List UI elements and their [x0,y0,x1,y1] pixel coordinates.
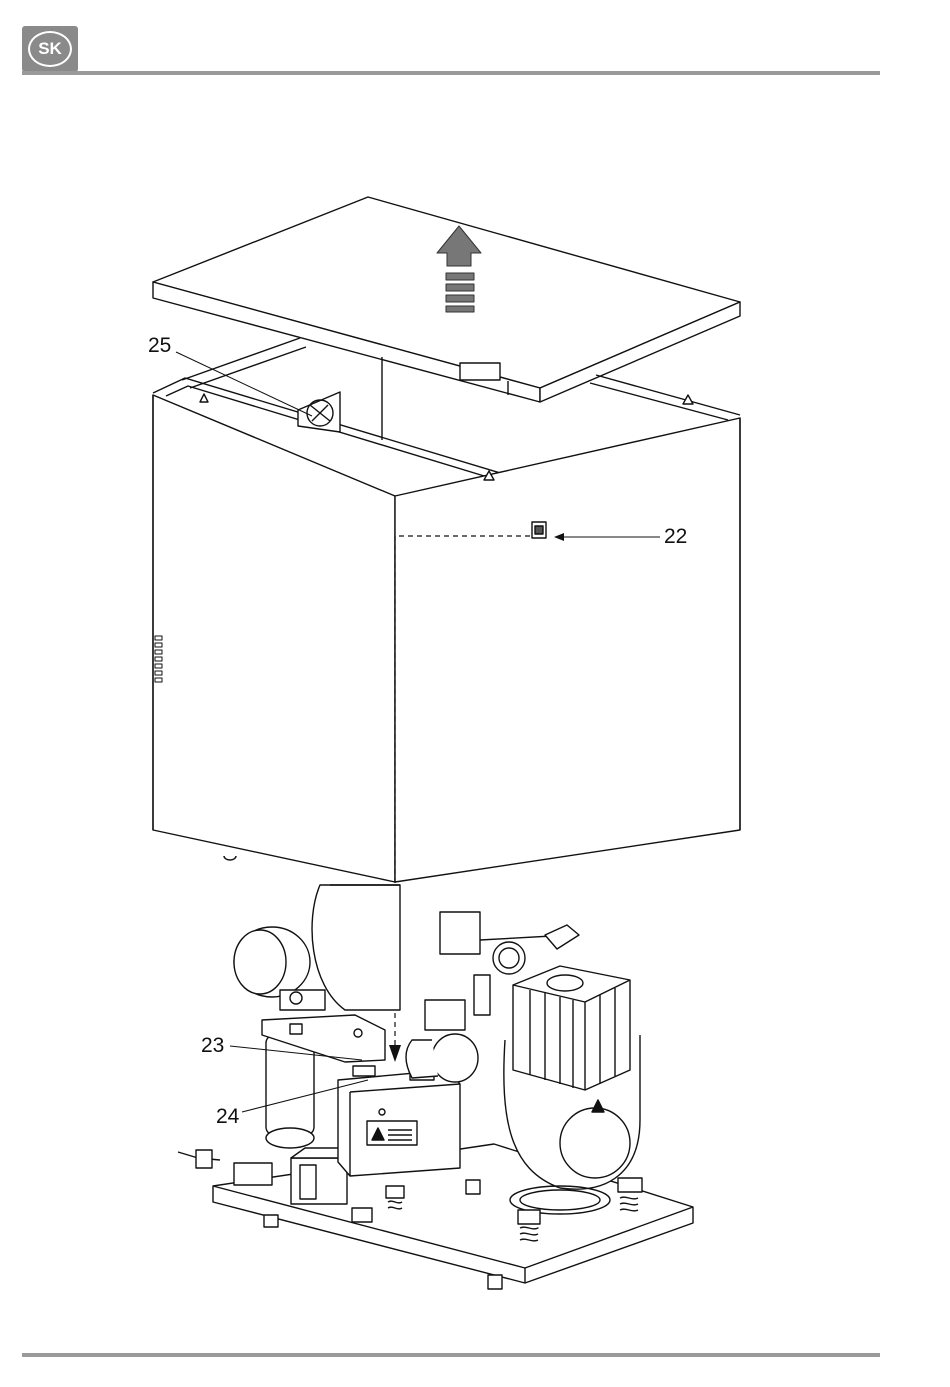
compressor-unit [178,885,693,1289]
callout-23: 23 [201,1034,224,1057]
power-switch [532,522,546,538]
cabinet-housing [153,338,740,882]
leader-line-25 [176,352,312,416]
callout-25: 25 [148,334,171,357]
callout-22: 22 [664,525,687,548]
callout-24: 24 [216,1105,240,1128]
